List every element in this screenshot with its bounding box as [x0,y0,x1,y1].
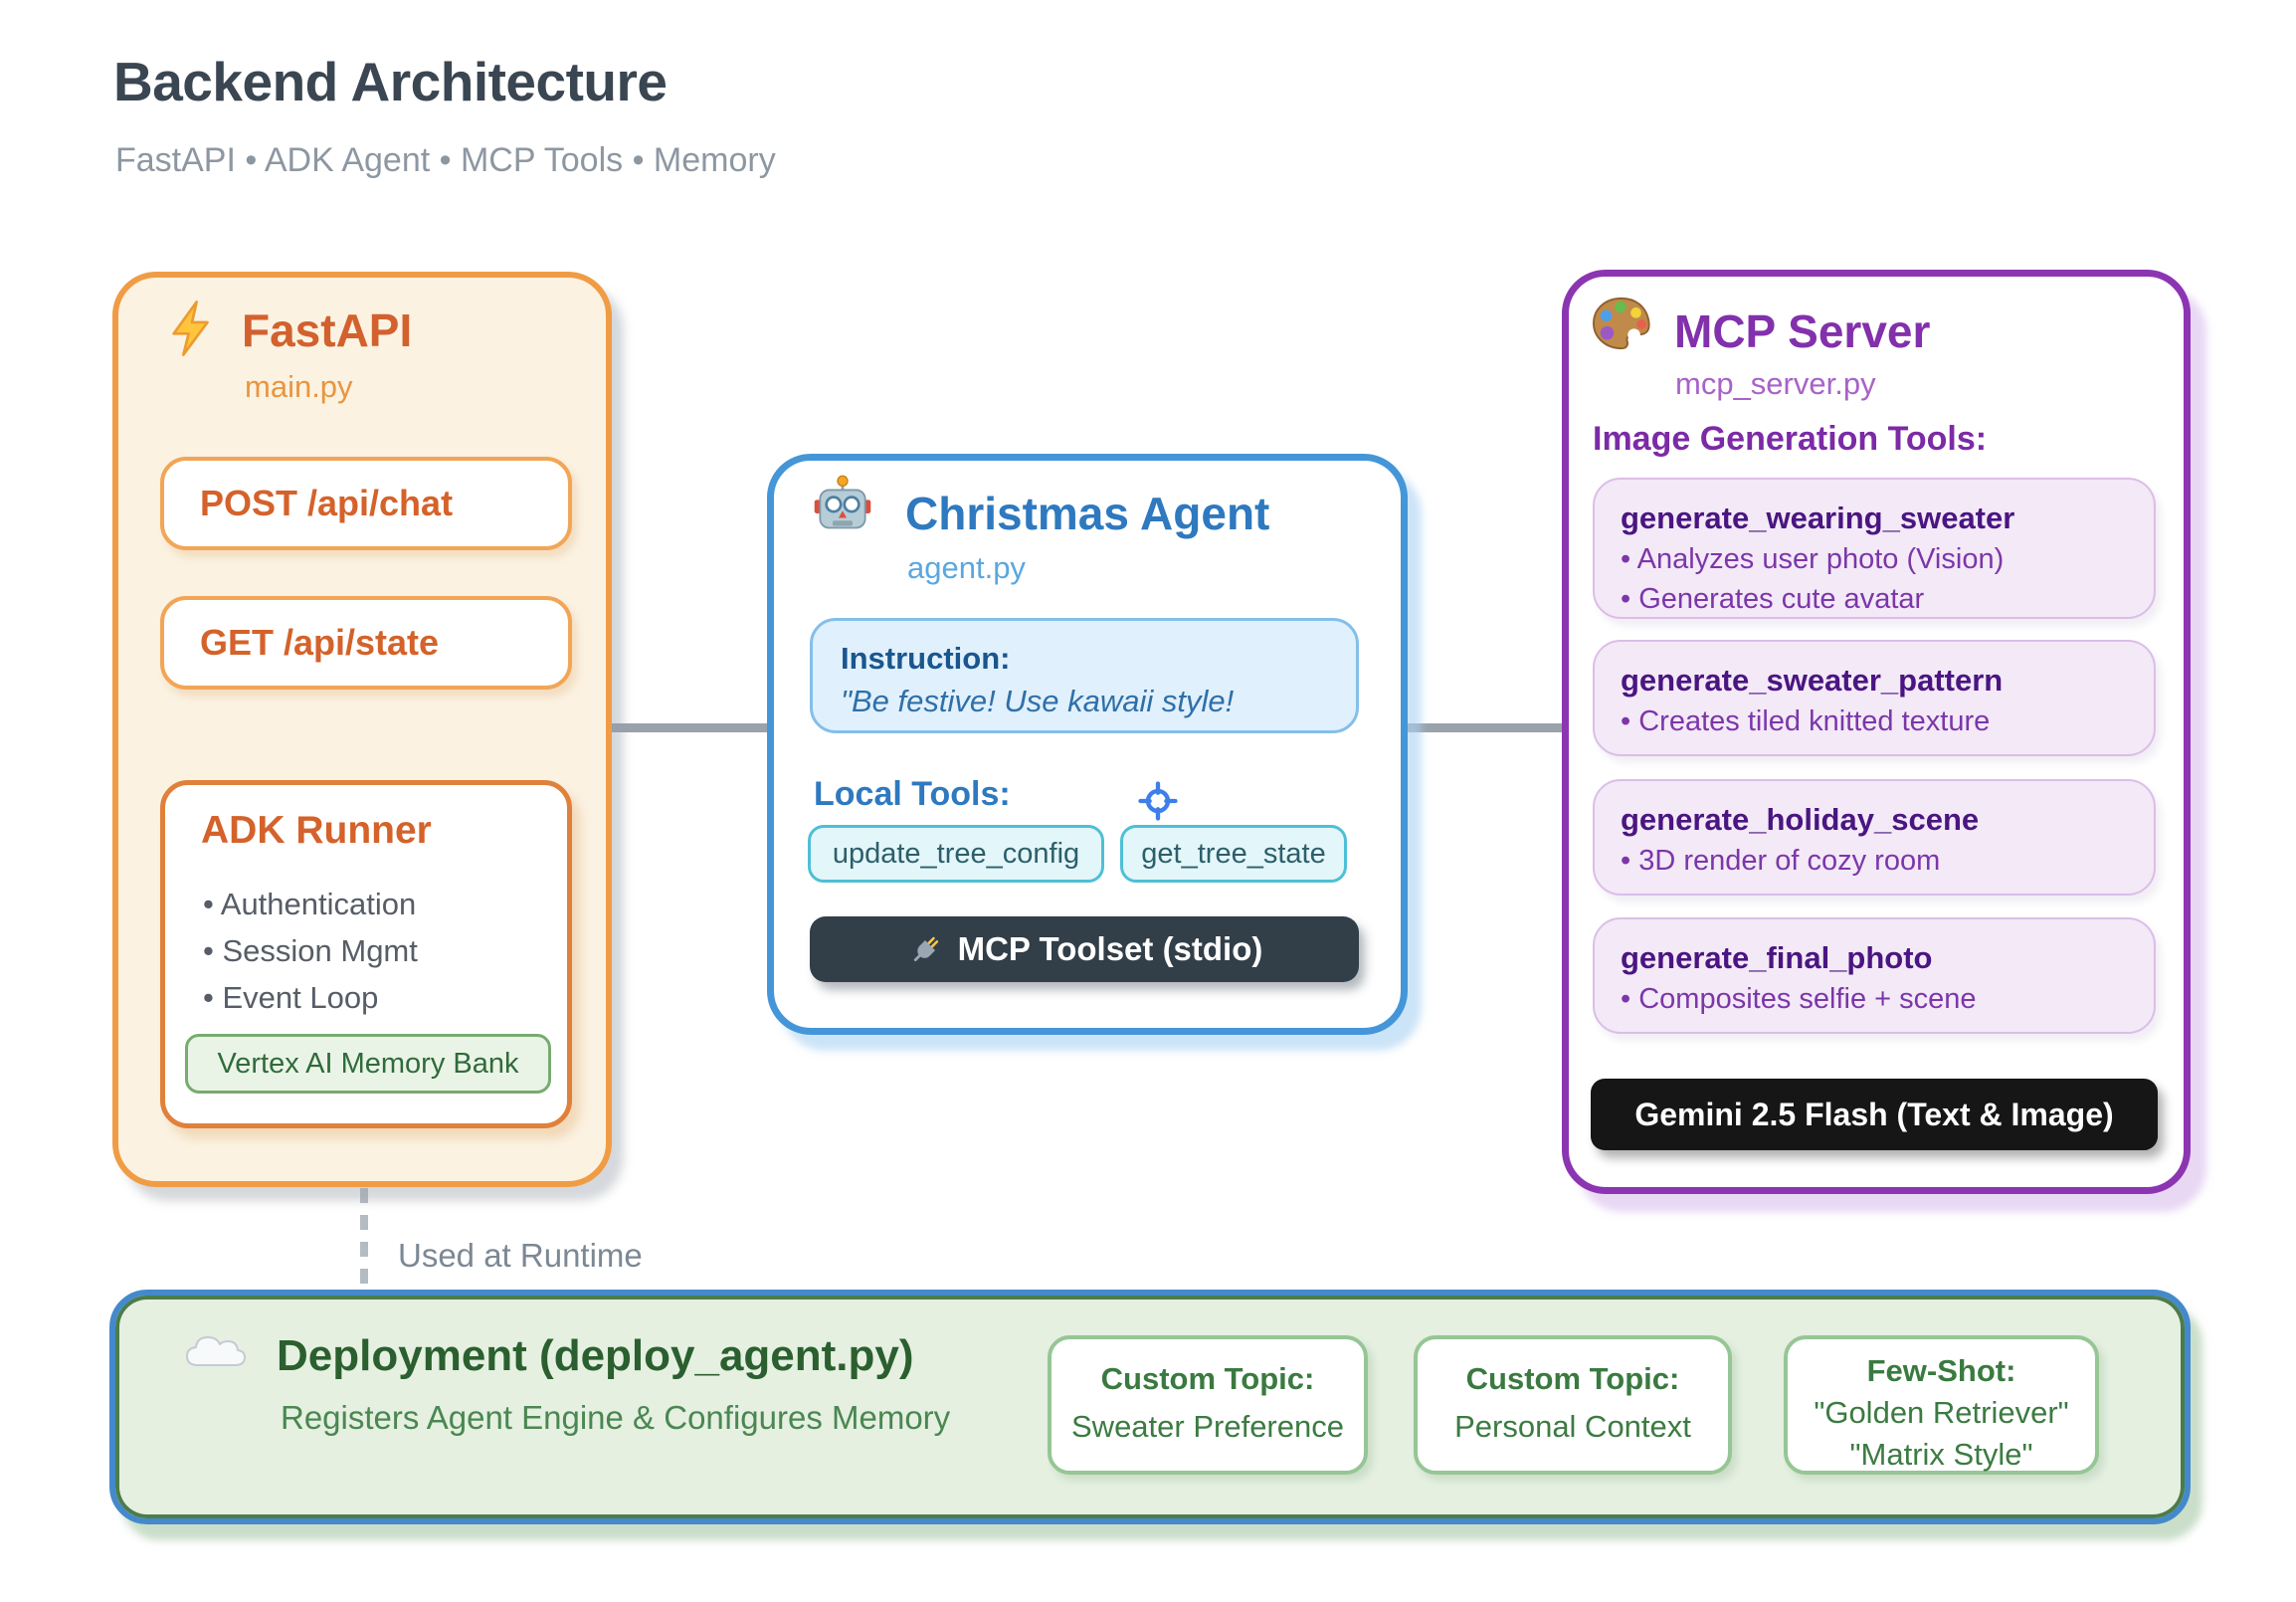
mcp-toolset-bar: MCP Toolset (stdio) [810,916,1359,982]
crosshair-icon [1138,781,1178,821]
instruction-box: Instruction: "Be festive! Use kawaii sty… [810,618,1359,733]
connector-agent-mcp [1403,723,1570,732]
local-tool-get-tree-state: get_tree_state [1120,825,1347,883]
endpoint-get-api-state: GET /api/state [160,596,572,690]
dep-card-line: "Golden Retriever" [1814,1395,2069,1430]
runtime-dashed-connector [360,1188,368,1290]
endpoint-post-api-chat: POST /api/chat [160,457,572,550]
mcp-tool-name: generate_sweater_pattern [1621,663,2004,698]
plug-icon [913,936,938,962]
deployment-card-personal-context: Custom Topic: Personal Context [1414,1335,1732,1475]
vertex-memory-bank-chip: Vertex AI Memory Bank [185,1034,551,1094]
mcp-tool-bullet: 3D render of cozy room [1621,845,2128,878]
mcp-tool-name: generate_holiday_scene [1621,802,1980,837]
local-tool-update-tree-config: update_tree_config [808,825,1104,883]
mcp-tool-card-generate-wearing-sweater: generate_wearing_sweater Analyzes user p… [1593,478,2156,619]
dep-card-label: Custom Topic: [1465,1361,1680,1396]
connector-fastapi-agent [607,723,774,732]
gemini-model-badge: Gemini 2.5 Flash (Text & Image) [1591,1079,2158,1150]
agent-file: agent.py [907,550,1026,585]
mcp-tool-card-generate-holiday-scene: generate_holiday_scene 3D render of cozy… [1593,779,2156,896]
dep-card-line: "Matrix Style" [1849,1437,2033,1472]
fastapi-box: FastAPI main.py POST /api/chat GET /api/… [112,272,612,1187]
mcp-tool-bullet: Generates cute avatar [1621,583,2128,616]
mcp-tool-name: generate_wearing_sweater [1621,501,2015,535]
adk-runner-title: ADK Runner [201,809,432,852]
dep-card-line: Sweater Preference [1071,1409,1344,1444]
adk-runner-bullet-list: Authentication Session Mgmt Event Loop [203,881,418,1021]
mcp-tool-bullet: Creates tiled knitted texture [1621,705,2128,738]
deployment-box: Deployment (deploy_agent.py) Registers A… [109,1290,2191,1524]
adk-bullet: Event Loop [203,974,418,1021]
dep-card-line: Personal Context [1454,1409,1691,1444]
mcp-tool-card-generate-final-photo: generate_final_photo Composites selfie +… [1593,917,2156,1034]
mcp-toolset-label: MCP Toolset (stdio) [957,930,1263,967]
instruction-label: Instruction: [841,641,1011,676]
dep-card-label: Few-Shot: [1866,1353,2016,1388]
adk-runner-box: ADK Runner Authentication Session Mgmt E… [160,780,572,1128]
mcp-server-title: MCP Server [1674,305,1931,357]
robot-icon [814,475,871,529]
deployment-subtitle: Registers Agent Engine & Configures Memo… [281,1399,951,1436]
cloud-icon [186,1336,246,1366]
adk-bullet: Session Mgmt [203,927,417,974]
mcp-server-file: mcp_server.py [1675,366,1876,401]
deployment-card-sweater-preference: Custom Topic: Sweater Preference [1048,1335,1368,1475]
image-generation-tools-label: Image Generation Tools: [1593,420,1988,458]
mcp-server-box: MCP Server mcp_server.py Image Generatio… [1562,270,2191,1194]
palette-icon [1592,297,1650,350]
lightning-icon [172,300,209,356]
adk-bullet: Authentication [203,881,418,927]
mcp-tool-card-generate-sweater-pattern: generate_sweater_pattern Creates tiled k… [1593,640,2156,756]
page-subtitle: FastAPI • ADK Agent • MCP Tools • Memory [115,141,776,179]
mcp-tool-bullet: Analyzes user photo (Vision) [1621,543,2128,576]
deployment-card-few-shot: Few-Shot: "Golden Retriever" "Matrix Sty… [1784,1335,2099,1475]
page-title: Backend Architecture [113,51,668,112]
deployment-title: Deployment (deploy_agent.py) [277,1331,914,1380]
instruction-text: "Be festive! Use kawaii style! [841,684,1235,718]
christmas-agent-box: Christmas Agent agent.py Instruction: "B… [767,454,1408,1035]
fastapi-file: main.py [245,369,353,404]
dep-card-label: Custom Topic: [1100,1361,1315,1396]
local-tools-label: Local Tools: [814,775,1011,813]
agent-title: Christmas Agent [905,488,1270,539]
mcp-tool-name: generate_final_photo [1621,940,1933,975]
fastapi-title: FastAPI [242,304,413,356]
mcp-tool-bullet: Composites selfie + scene [1621,983,2128,1016]
runtime-label: Used at Runtime [398,1237,643,1274]
